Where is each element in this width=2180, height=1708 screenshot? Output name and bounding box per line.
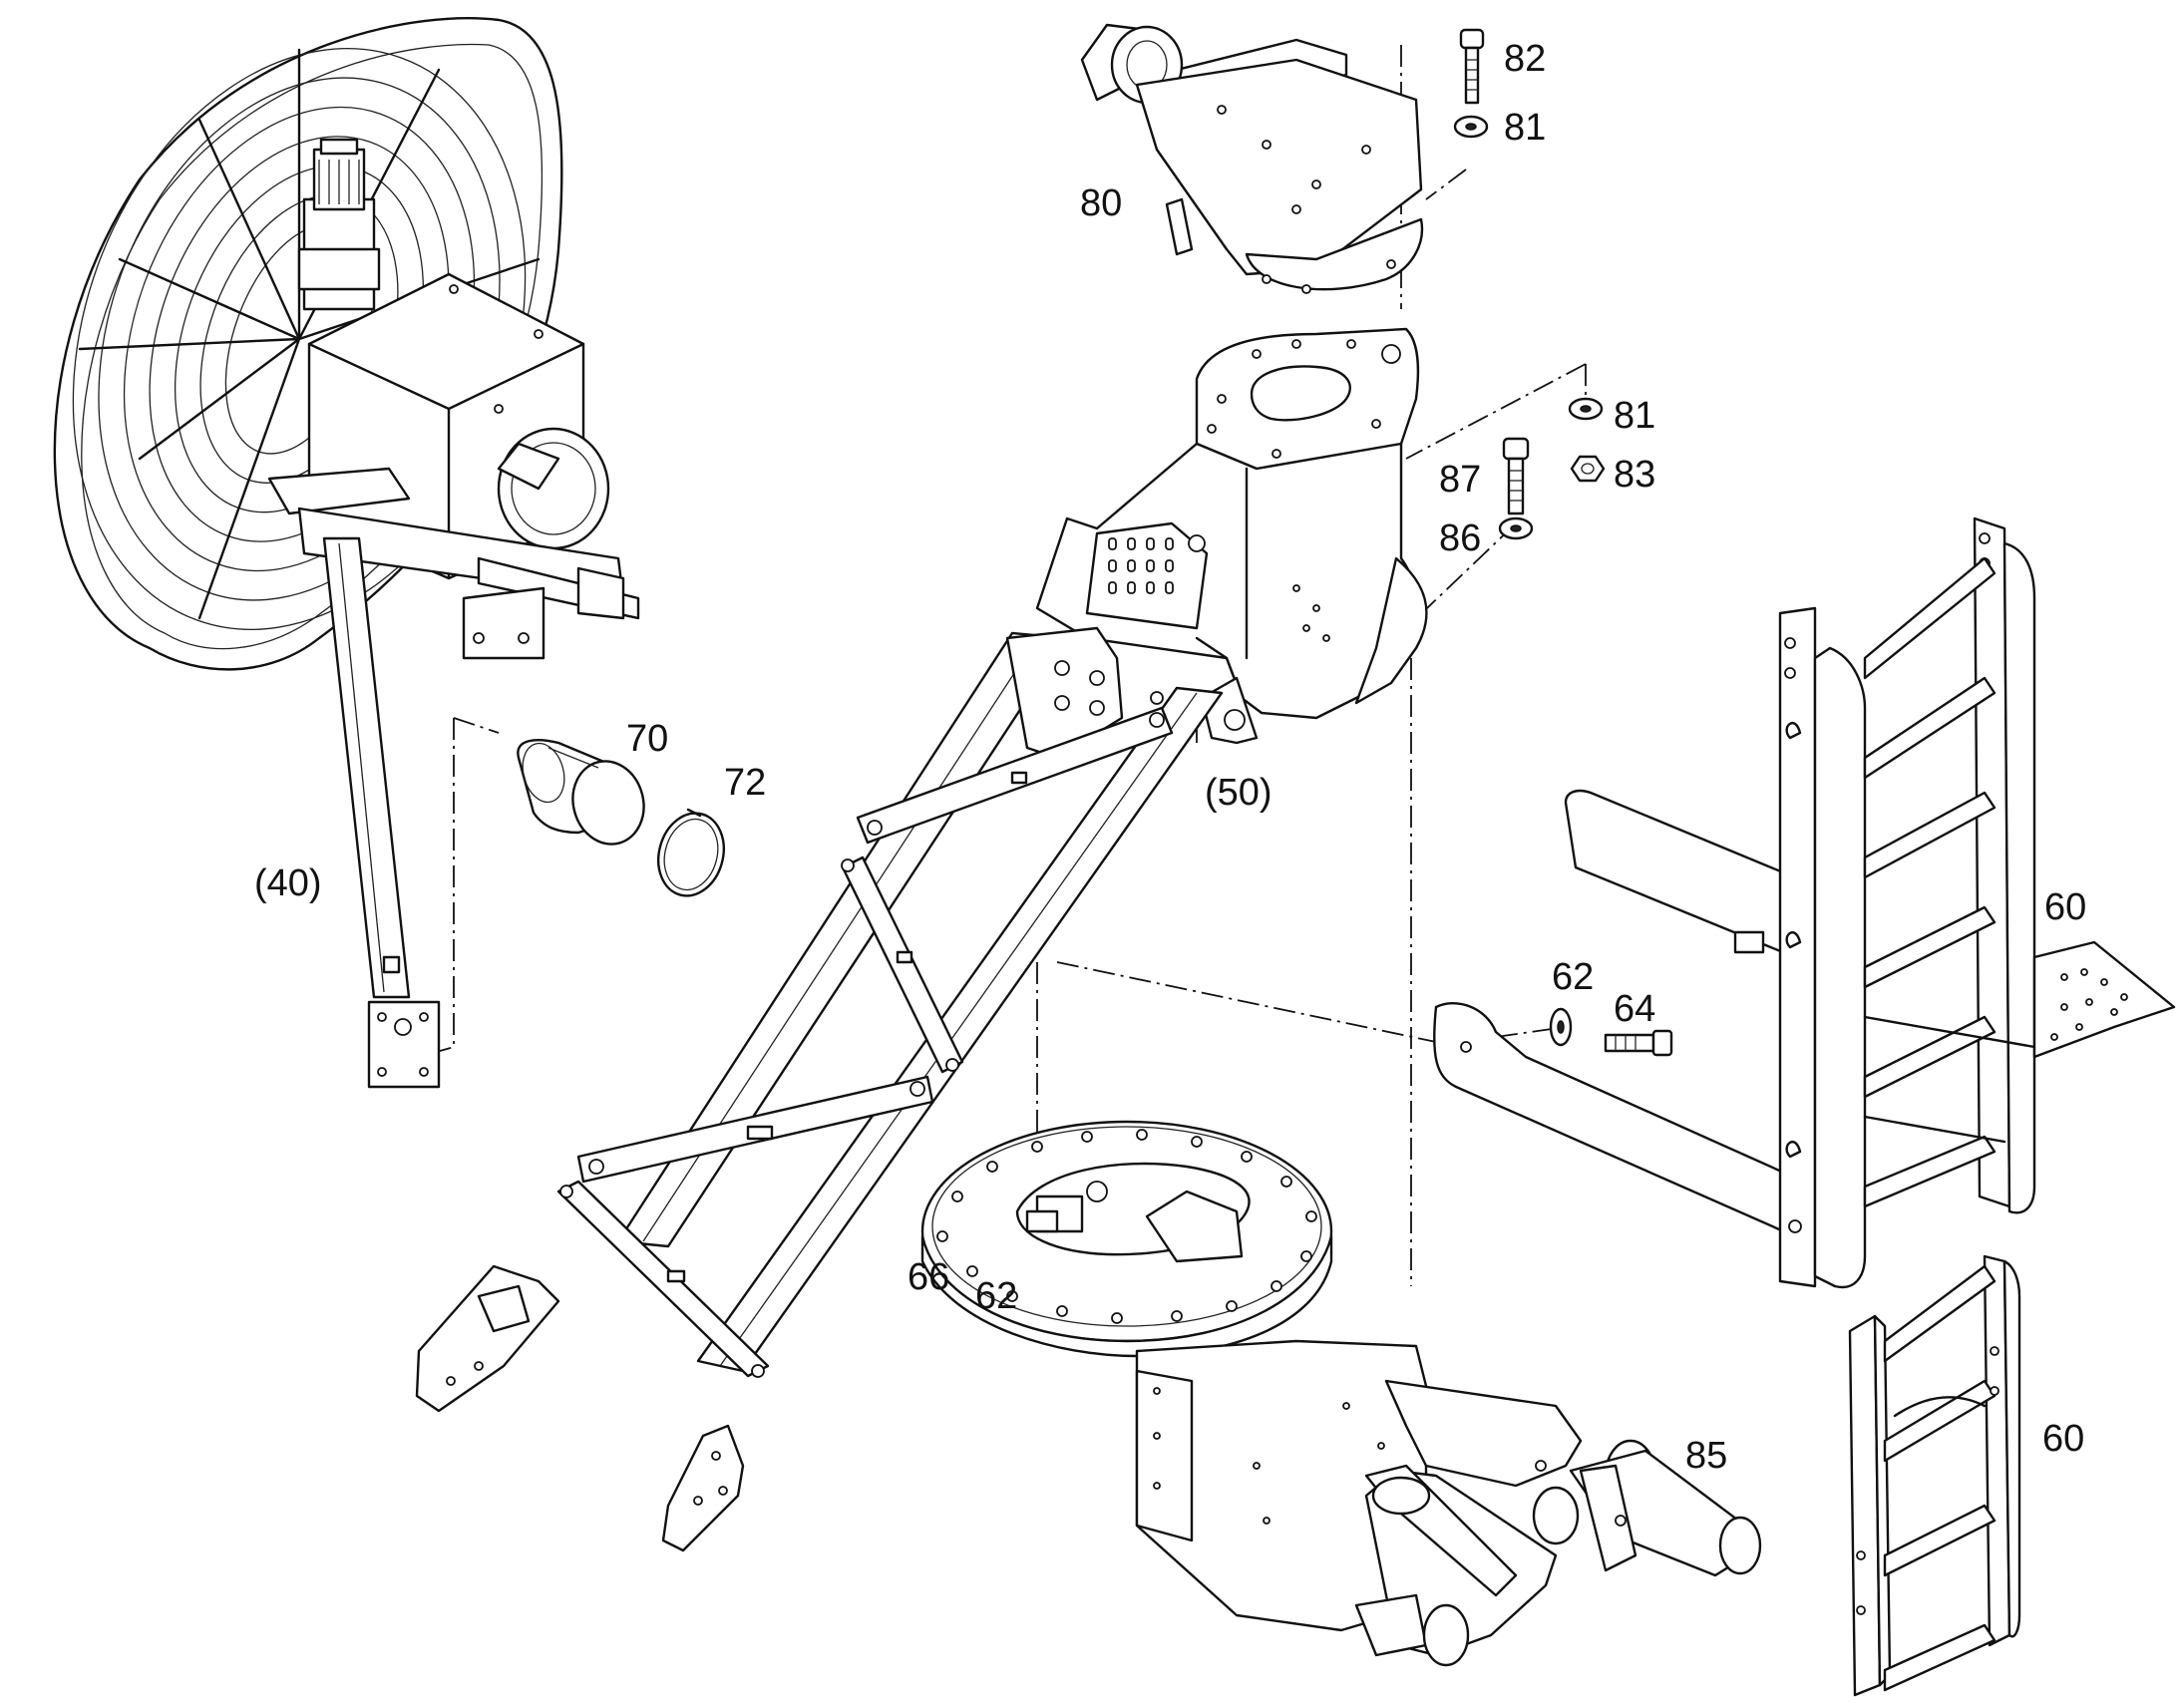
- fan-mount-frame: [267, 467, 640, 660]
- fan-assembly-40: [53, 17, 640, 1089]
- nut-83: [1570, 455, 1606, 483]
- callout-80: 80: [1080, 182, 1123, 224]
- panel-holes: [1108, 537, 1174, 594]
- pedestal-85: [1135, 1339, 1762, 1667]
- callout-40: (40): [254, 862, 322, 904]
- ladder-60-lower: [1848, 1254, 2021, 1697]
- callout-81-mid: 81: [1614, 395, 1656, 437]
- ladder-treads-lower: [1883, 1264, 1997, 1692]
- callout-60-lower: 60: [2042, 1418, 2085, 1460]
- washer-86: [1498, 516, 1534, 540]
- platform-plate-holes: [2050, 968, 2128, 1041]
- callout-50: (50): [1205, 772, 1272, 814]
- callout-81-top: 81: [1504, 107, 1547, 149]
- bolt-87: [1502, 437, 1530, 515]
- callout-62-right: 62: [1552, 956, 1595, 998]
- ring-bolt-holes: [936, 1129, 1317, 1324]
- fan-support-post: [322, 536, 441, 1089]
- callout-66: 66: [908, 1256, 950, 1298]
- truss-braces: [556, 706, 1174, 1378]
- top-bracket-80: [1080, 23, 1424, 294]
- washer-62-right: [1549, 1007, 1573, 1047]
- callout-62-left: 62: [975, 1275, 1018, 1317]
- callout-72: 72: [724, 762, 767, 804]
- boom-assembly-50: [415, 327, 1428, 1552]
- callout-64: 64: [1614, 988, 1656, 1030]
- callout-85: 85: [1685, 1435, 1728, 1477]
- ladder-platform-60-upper: [1433, 516, 2176, 1289]
- slewing-ring-base: [920, 1120, 1333, 1358]
- callout-70: 70: [626, 718, 669, 760]
- bolt-82: [1459, 28, 1485, 105]
- callout-60-upper: 60: [2044, 886, 2087, 928]
- retaining-ring-72: [657, 808, 725, 897]
- fan-motor: [297, 138, 381, 311]
- ladder-treads-upper: [1863, 556, 1997, 1208]
- callout-86: 86: [1439, 517, 1482, 559]
- washer-81-top: [1453, 115, 1489, 139]
- callout-82: 82: [1504, 38, 1547, 80]
- filter-cartridge-70: [517, 739, 645, 846]
- bolt-64: [1604, 1029, 1673, 1057]
- callout-83: 83: [1614, 454, 1656, 496]
- callout-87: 87: [1439, 459, 1482, 501]
- washer-81-mid: [1568, 397, 1604, 421]
